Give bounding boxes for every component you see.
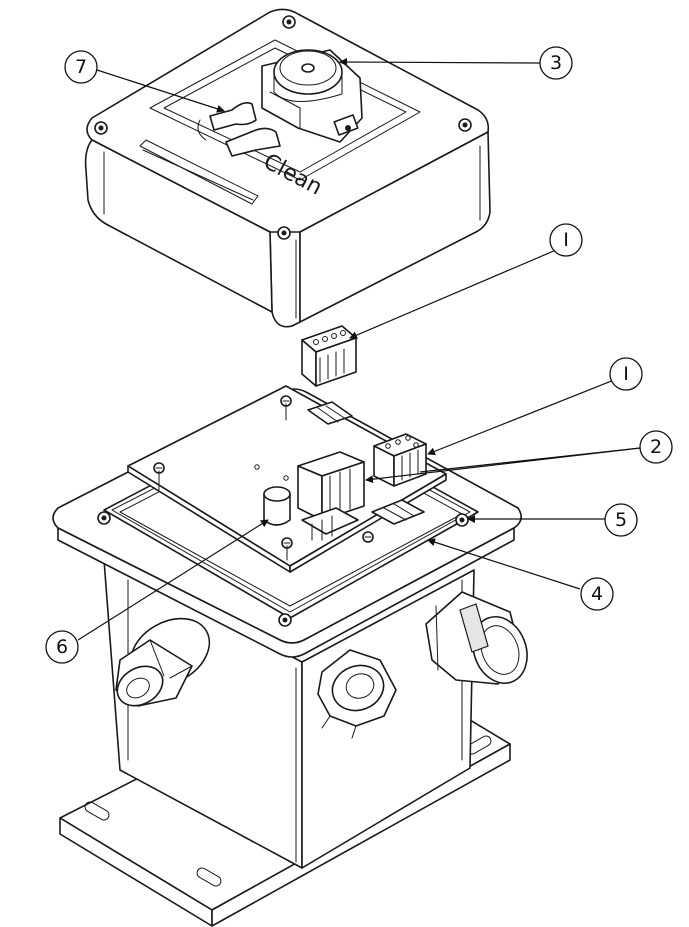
callout-1-lower: I [609,357,643,391]
callout-1-upper-label: I [563,229,569,251]
pcb-screws [153,395,374,561]
callout-2: 2 [639,430,673,464]
callout-3-label: 3 [550,52,562,74]
callout-7: 7 [64,50,98,84]
top-cover: Clean [84,8,491,328]
callout-7-label: 7 [75,56,87,78]
callout-2-label: 2 [650,436,662,458]
cover-screw-heads [94,15,472,240]
terminal-block-loose [301,325,357,387]
callout-6: 6 [45,630,79,664]
circuit-board [127,385,447,573]
callout-1-lower-label: I [623,363,629,385]
callout-leaders [77,58,641,641]
callout-4: 4 [580,577,614,611]
callout-6-label: 6 [56,636,68,658]
pump-head [197,49,363,157]
flange-screws [97,511,469,627]
cable-gland-left [115,617,211,707]
connector-right [425,591,528,685]
callout-5: 5 [604,503,638,537]
cable-gland-middle [317,649,397,739]
callout-3: 3 [539,46,573,80]
callout-5-label: 5 [615,509,627,531]
callout-1-upper: I [549,223,583,257]
callout-4-label: 4 [591,583,603,605]
